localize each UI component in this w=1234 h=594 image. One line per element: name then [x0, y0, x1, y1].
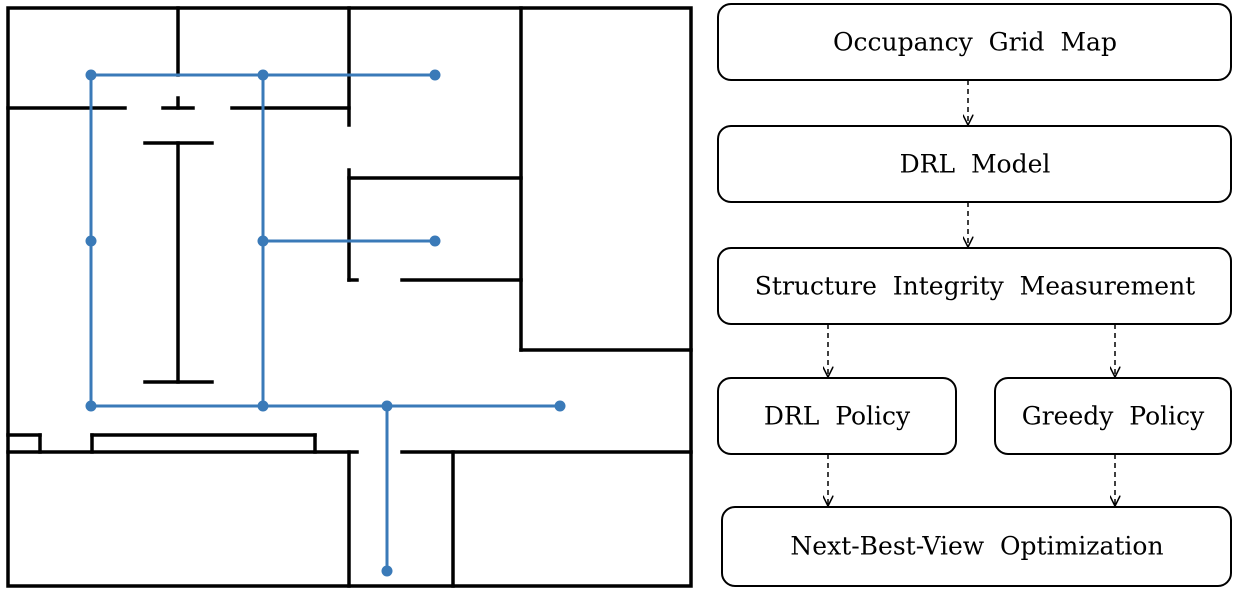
path-node [381, 400, 393, 412]
walls [6, 6, 693, 588]
path-node [85, 235, 97, 247]
path-node [429, 235, 441, 247]
path-node [85, 400, 97, 412]
path-node [429, 69, 441, 81]
path-network [89, 73, 560, 571]
structure-integrity-box [717, 247, 1232, 325]
occupancy-grid-map-box [717, 3, 1232, 81]
occupancy-grid-map-label: Occupancy Grid Map [833, 28, 1117, 57]
nbv-optimization-label: Next-Best-View Optimization [790, 532, 1163, 561]
path-node [554, 400, 566, 412]
drl-model-label: DRL Model [900, 150, 1051, 179]
flow-arrows [828, 80, 1115, 505]
nbv-optimization-box [721, 506, 1232, 587]
floor-plan [6, 6, 693, 588]
path-nodes [85, 69, 566, 577]
path-node [257, 235, 269, 247]
flow-boxes [717, 3, 1232, 587]
drl-model-box [717, 125, 1232, 203]
path-node [85, 69, 97, 81]
greedy-policy-box [994, 377, 1232, 455]
drl-policy-label: DRL Policy [764, 402, 911, 431]
flow-labels: Occupancy Grid Map DRL Model Structure I… [755, 28, 1205, 561]
flowchart: Occupancy Grid Map DRL Model Structure I… [717, 3, 1232, 587]
drl-policy-box [717, 377, 957, 455]
greedy-policy-label: Greedy Policy [1022, 402, 1205, 431]
path-node [381, 565, 393, 577]
path-node [257, 69, 269, 81]
structure-integrity-label: Structure Integrity Measurement [755, 272, 1195, 301]
path-node [257, 400, 269, 412]
